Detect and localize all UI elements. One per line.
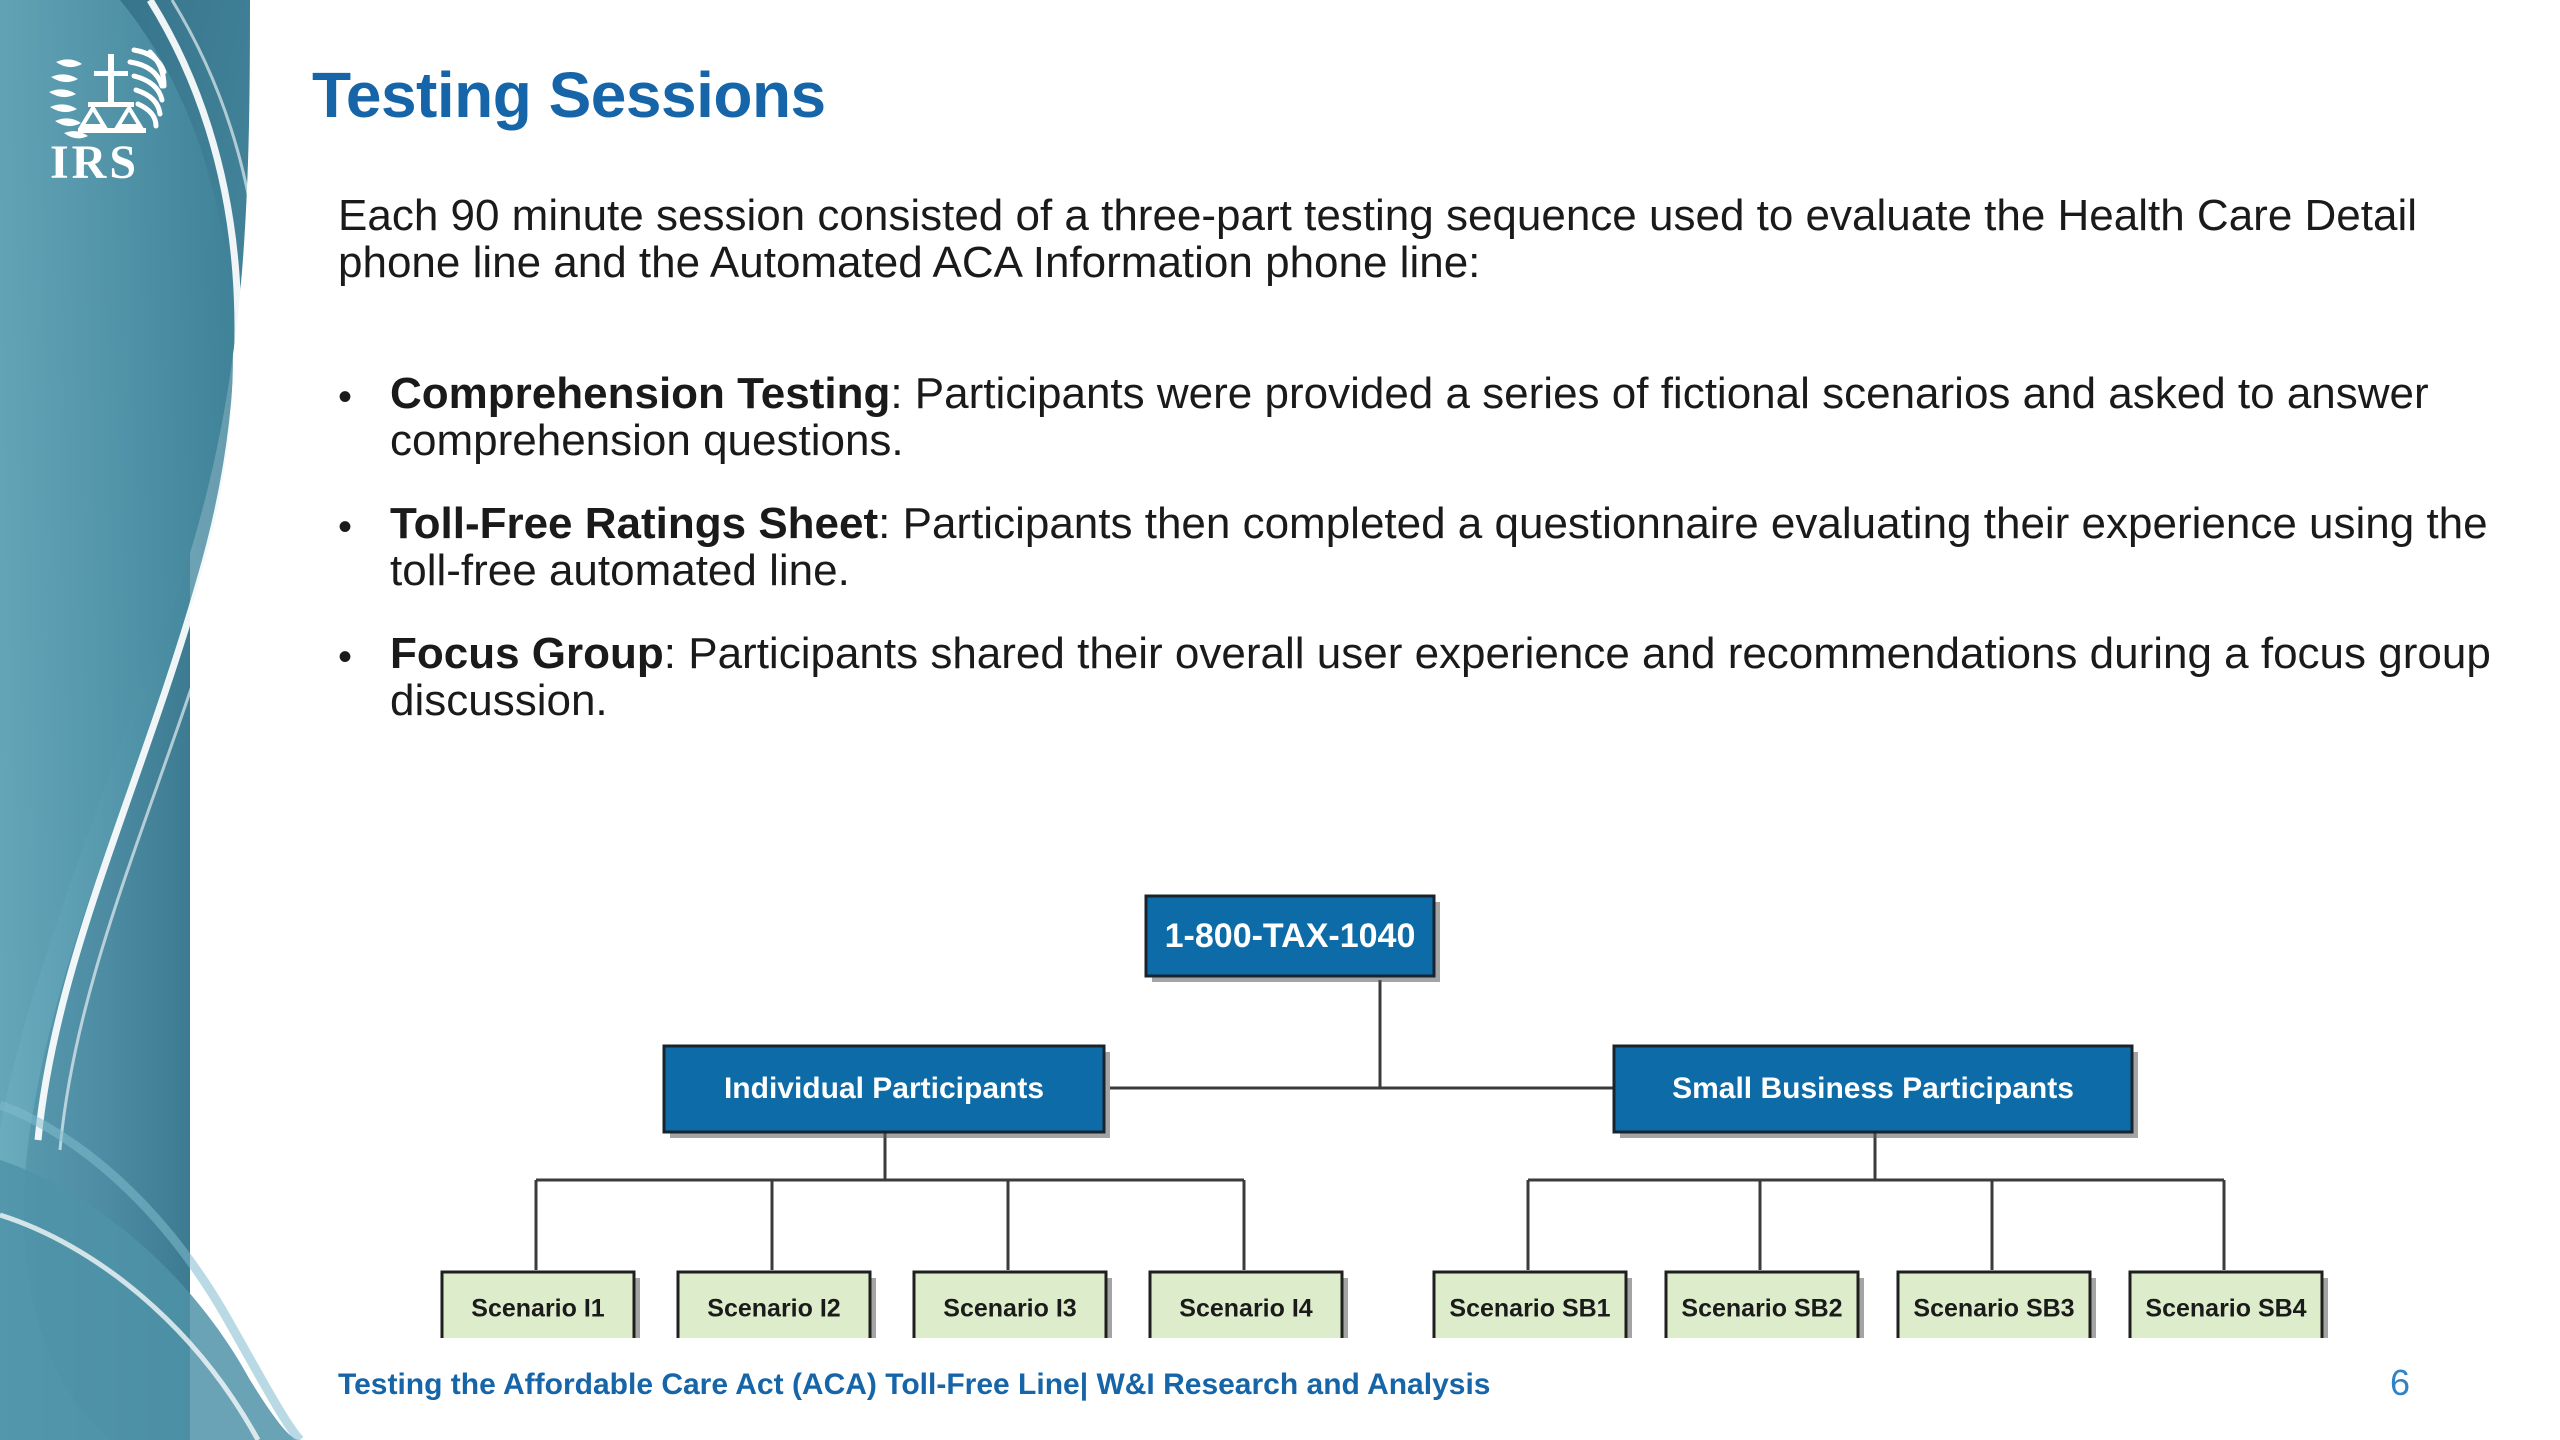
org-node-label: Scenario I2: [707, 1295, 840, 1323]
org-node-root-label: 1-800-TAX-1040: [1165, 917, 1416, 955]
bullet-lead: Focus Group: [390, 629, 664, 679]
org-node-root[interactable]: 1-800-TAX-1040: [1144, 894, 1440, 982]
org-node-scenario-sb1[interactable]: Scenario SB1: [1432, 1270, 1632, 1338]
decorative-side-band: [0, 0, 330, 1440]
bullet-list: • Comprehension Testing: Participants we…: [338, 370, 2538, 760]
org-node-label: Scenario I4: [1179, 1295, 1312, 1323]
list-item: • Focus Group: Participants shared their…: [338, 630, 2538, 724]
irs-logo: IRS: [38, 28, 206, 188]
bullet-lead: Toll-Free Ratings Sheet: [390, 499, 879, 549]
list-item: • Comprehension Testing: Participants we…: [338, 370, 2538, 464]
org-node-label: Scenario SB3: [1913, 1295, 2074, 1323]
org-node-label: Scenario SB2: [1681, 1295, 1842, 1323]
org-node-label: Scenario SB1: [1449, 1295, 1610, 1323]
org-node-scenario-i3[interactable]: Scenario I3: [912, 1270, 1112, 1338]
bullet-point-icon: •: [338, 375, 353, 419]
footer-text: Testing the Affordable Care Act (ACA) To…: [338, 1368, 1491, 1401]
org-node-individual-participants[interactable]: Individual Participants: [662, 1044, 1110, 1138]
bullet-lead: Comprehension Testing: [390, 369, 891, 418]
org-node-scenario-i1[interactable]: Scenario I1: [440, 1270, 640, 1338]
org-node-scenario-sb3[interactable]: Scenario SB3: [1896, 1270, 2096, 1338]
bullet-text: Focus Group: Participants shared their o…: [390, 630, 2538, 724]
intro-paragraph: Each 90 minute session consisted of a th…: [338, 191, 2418, 288]
org-node-small-business-label: Small Business Participants: [1672, 1072, 2074, 1105]
bullet-rest: : Participants then completed a question…: [390, 499, 2488, 596]
bullet-point-icon: •: [338, 635, 353, 680]
org-node-scenario-i4[interactable]: Scenario I4: [1148, 1270, 1348, 1338]
page-number: 6: [2390, 1362, 2411, 1403]
org-node-scenario-sb2[interactable]: Scenario SB2: [1664, 1270, 1864, 1338]
list-item: • Toll-Free Ratings Sheet: Participants …: [338, 500, 2538, 594]
bullet-rest: : Participants shared their overall user…: [390, 629, 2491, 726]
bullet-point-icon: •: [338, 505, 353, 550]
bullet-text: Toll-Free Ratings Sheet: Participants th…: [390, 500, 2538, 594]
org-node-scenario-sb4[interactable]: Scenario SB4: [2128, 1270, 2328, 1338]
irs-wordmark: IRS: [50, 136, 139, 188]
org-node-individual-label: Individual Participants: [724, 1072, 1044, 1105]
org-node-label: Scenario I1: [471, 1295, 604, 1323]
org-node-small-business-participants[interactable]: Small Business Participants: [1612, 1044, 2138, 1138]
org-node-label: Scenario SB4: [2145, 1295, 2306, 1323]
page-title: Testing Sessions: [312, 59, 826, 131]
org-node-scenario-i2[interactable]: Scenario I2: [676, 1270, 876, 1338]
bullet-rest: : Participants were provided a series of…: [390, 369, 2429, 466]
org-chart-diagram: 1-800-TAX-1040 Individual Participants S…: [0, 888, 2560, 1338]
bullet-text: Comprehension Testing: Participants were…: [390, 370, 2538, 464]
org-node-label: Scenario I3: [943, 1295, 1076, 1323]
